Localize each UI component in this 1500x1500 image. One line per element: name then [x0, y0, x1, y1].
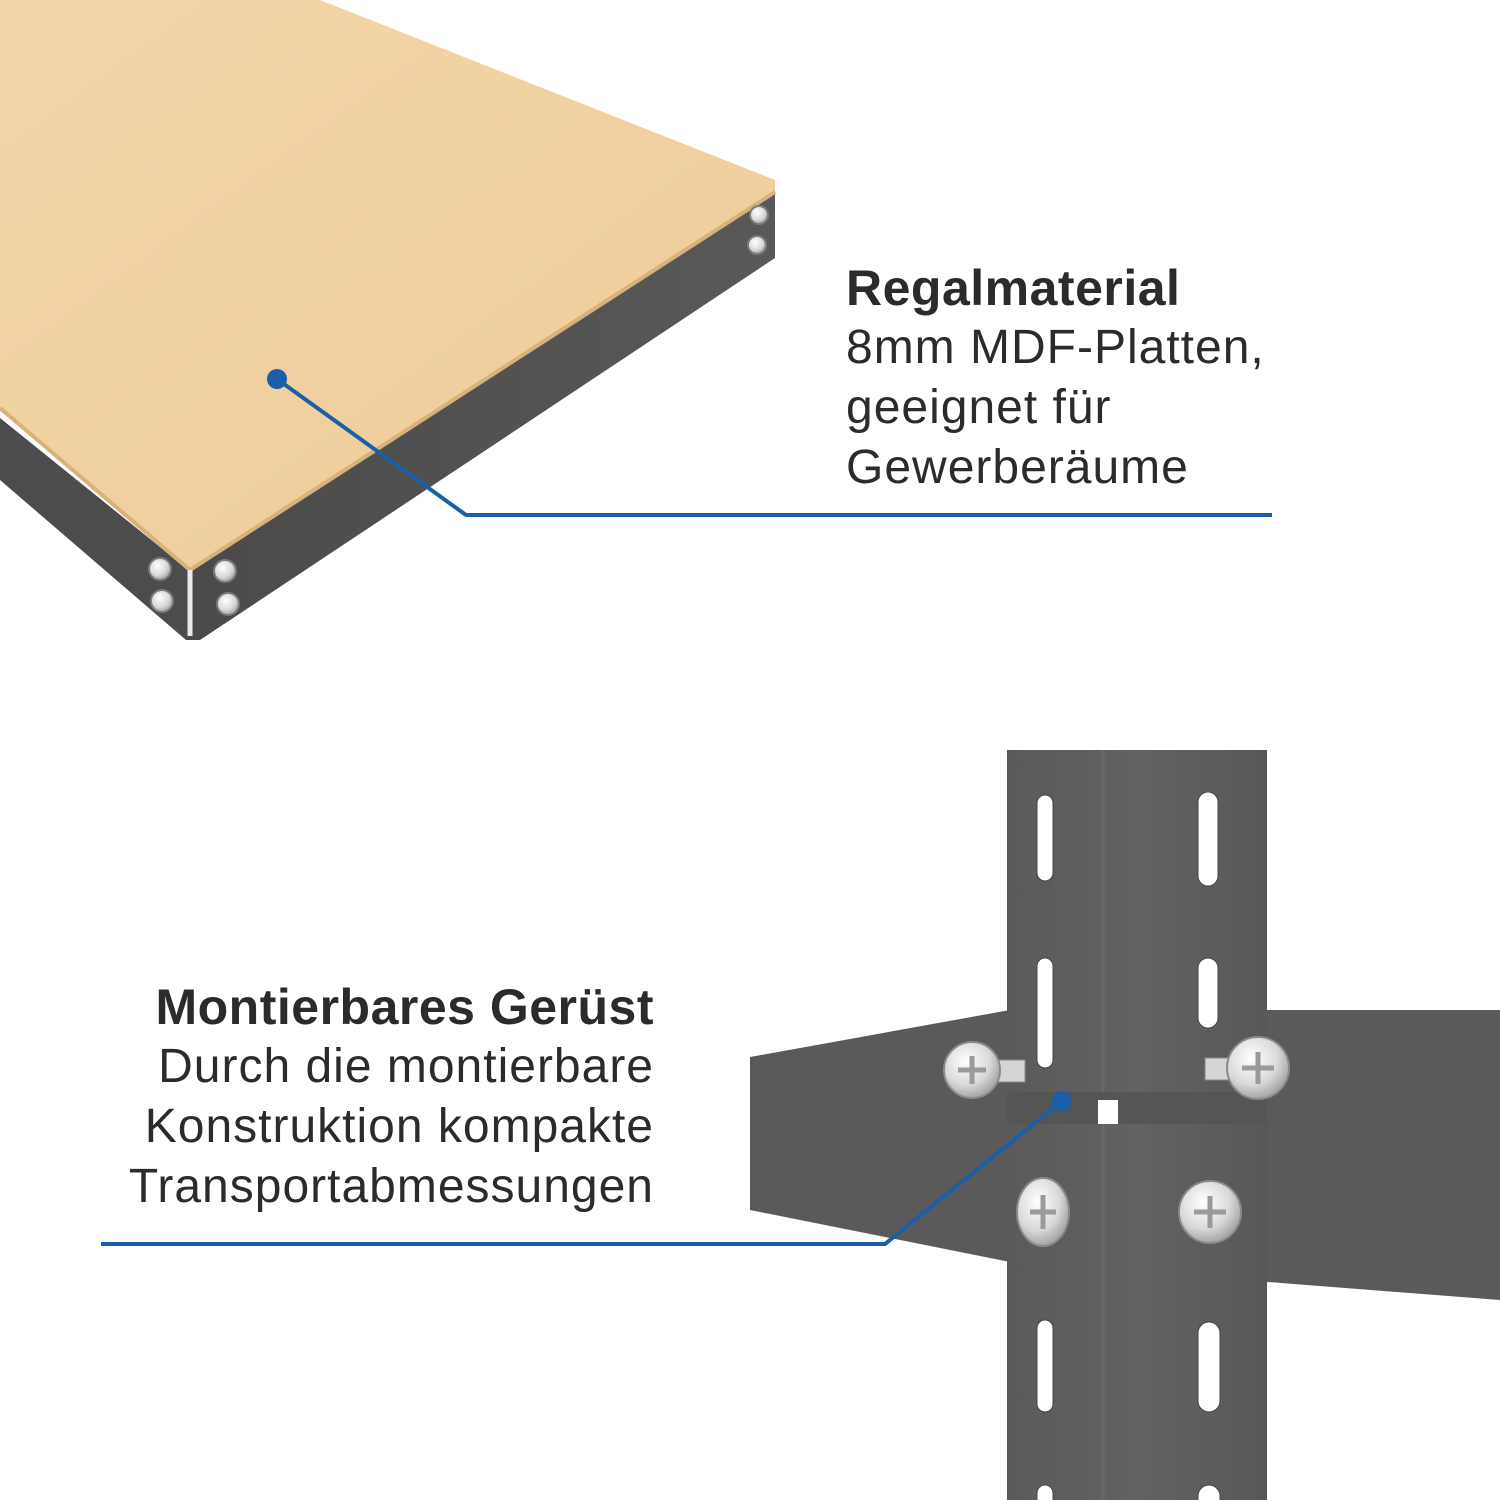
shelf-front-edge — [186, 190, 775, 640]
frame-leader — [101, 1091, 1072, 1246]
shelf-callout-line: geeignet für — [846, 381, 1112, 434]
shelf-bolts — [148, 205, 769, 616]
shelf-callout-line: 8mm MDF-Platten, — [846, 321, 1265, 374]
screw-icon — [943, 1041, 1026, 1099]
frame-callout-line: Konstruktion kompakte — [144, 1100, 654, 1153]
screw-icon — [1178, 1180, 1242, 1244]
frame-callout-line: Durch die montierbare — [158, 1040, 654, 1093]
mdf-top-surface — [0, 0, 775, 570]
screw-icon — [1204, 1036, 1290, 1100]
shelf-leader — [267, 369, 1272, 517]
shelf-side-edge — [0, 418, 186, 640]
frame-callout: Montierbares Gerüst Durch die montierbar… — [60, 977, 654, 1217]
screw-icon — [1016, 1177, 1070, 1247]
frame-assembly — [750, 750, 1500, 1500]
shelf-callout: Regalmaterial 8mm MDF-Platten, geeignet … — [846, 258, 1406, 498]
frame-screws — [943, 1036, 1290, 1247]
frame-callout-title: Montierbares Gerüst — [155, 979, 654, 1035]
frame-callout-line: Transportabmessungen — [128, 1160, 654, 1213]
shelf-board — [0, 0, 777, 640]
shelf-callout-title: Regalmaterial — [846, 260, 1181, 316]
post-slots — [1036, 791, 1221, 1500]
shelf-callout-line: Gewerberäume — [846, 441, 1189, 494]
